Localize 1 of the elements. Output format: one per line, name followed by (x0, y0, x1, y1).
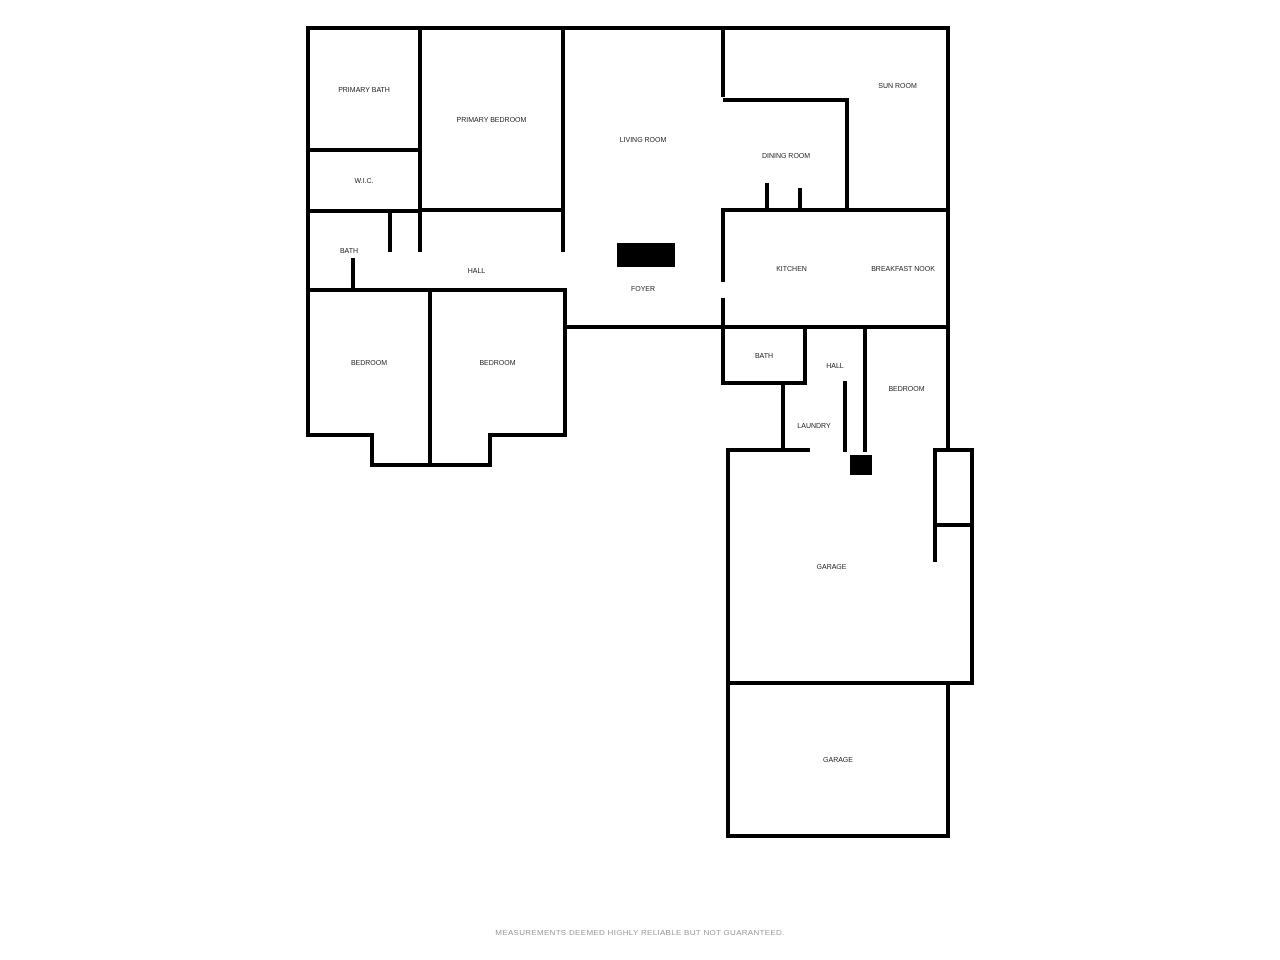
disclaimer-note: MEASUREMENTS DEEMED HIGHLY RELIABLE BUT NOT GUARANTEED. (495, 928, 785, 937)
